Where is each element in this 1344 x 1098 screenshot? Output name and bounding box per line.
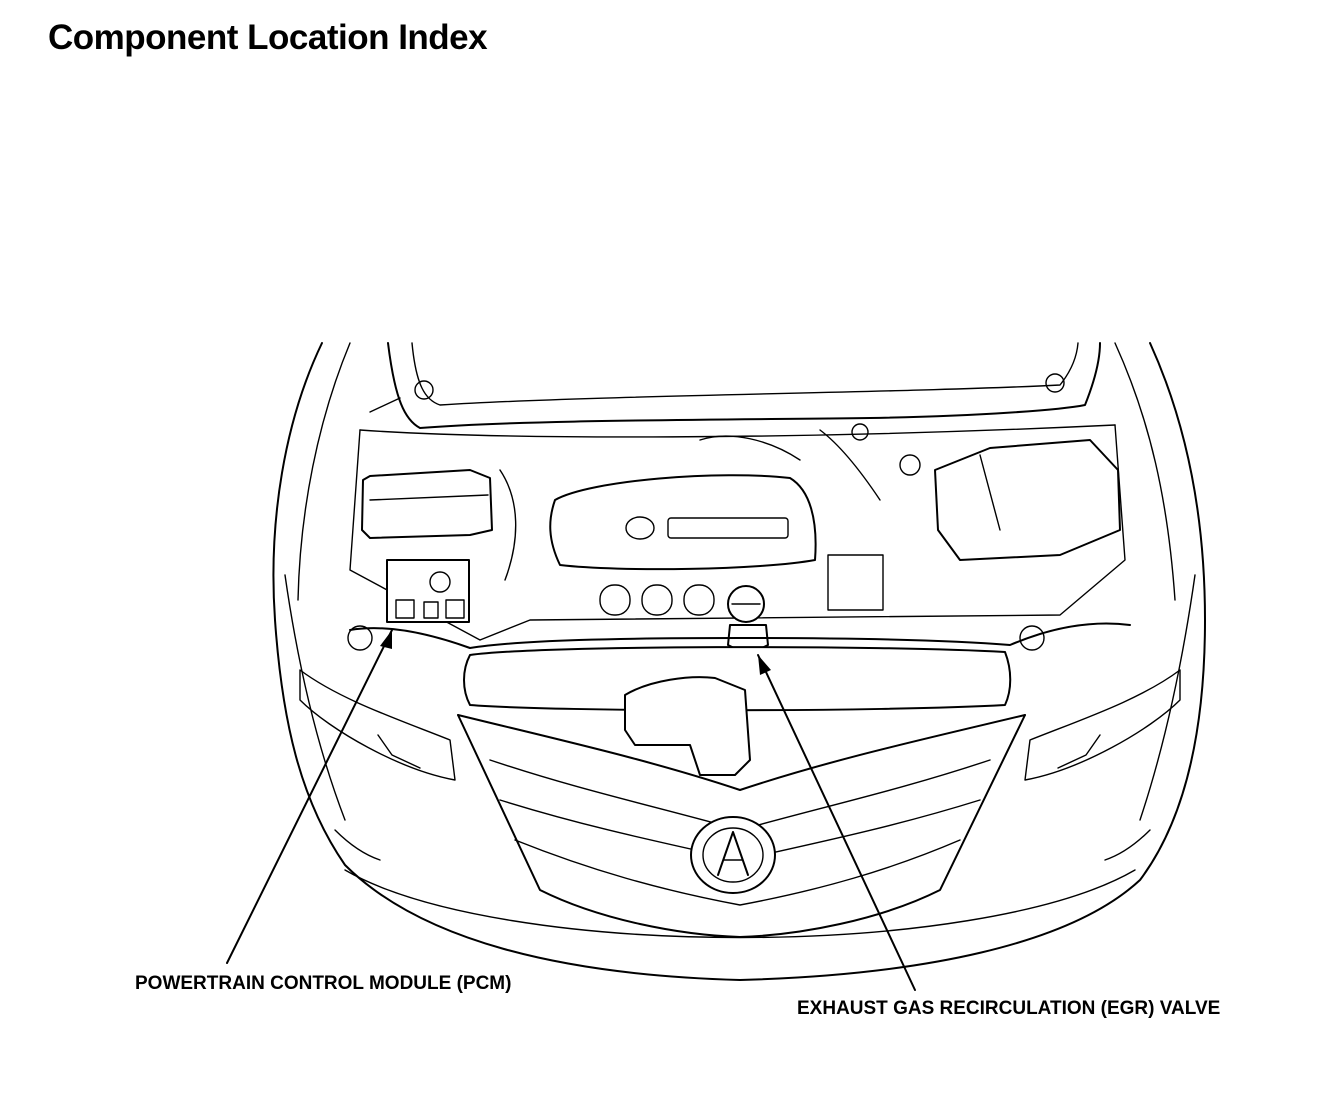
open-hood — [359, 342, 1116, 438]
pcm-callout-label: POWERTRAIN CONTROL MODULE (PCM) — [135, 973, 512, 994]
page-title: Component Location Index — [48, 18, 488, 57]
egr-leader-line — [757, 654, 916, 991]
pcm-leader-line — [226, 629, 393, 964]
headlights — [299, 669, 1181, 781]
car-body-outline — [272, 342, 1206, 981]
front-bumper — [334, 829, 1151, 939]
pcm-box — [386, 559, 470, 623]
grille — [457, 714, 1026, 938]
acura-emblem — [690, 816, 776, 894]
engine-bay — [349, 423, 1126, 651]
egr-callout-label: EXHAUST GAS RECIRCULATION (EGR) VALVE — [797, 998, 1221, 1019]
radiator-support — [347, 622, 1131, 776]
